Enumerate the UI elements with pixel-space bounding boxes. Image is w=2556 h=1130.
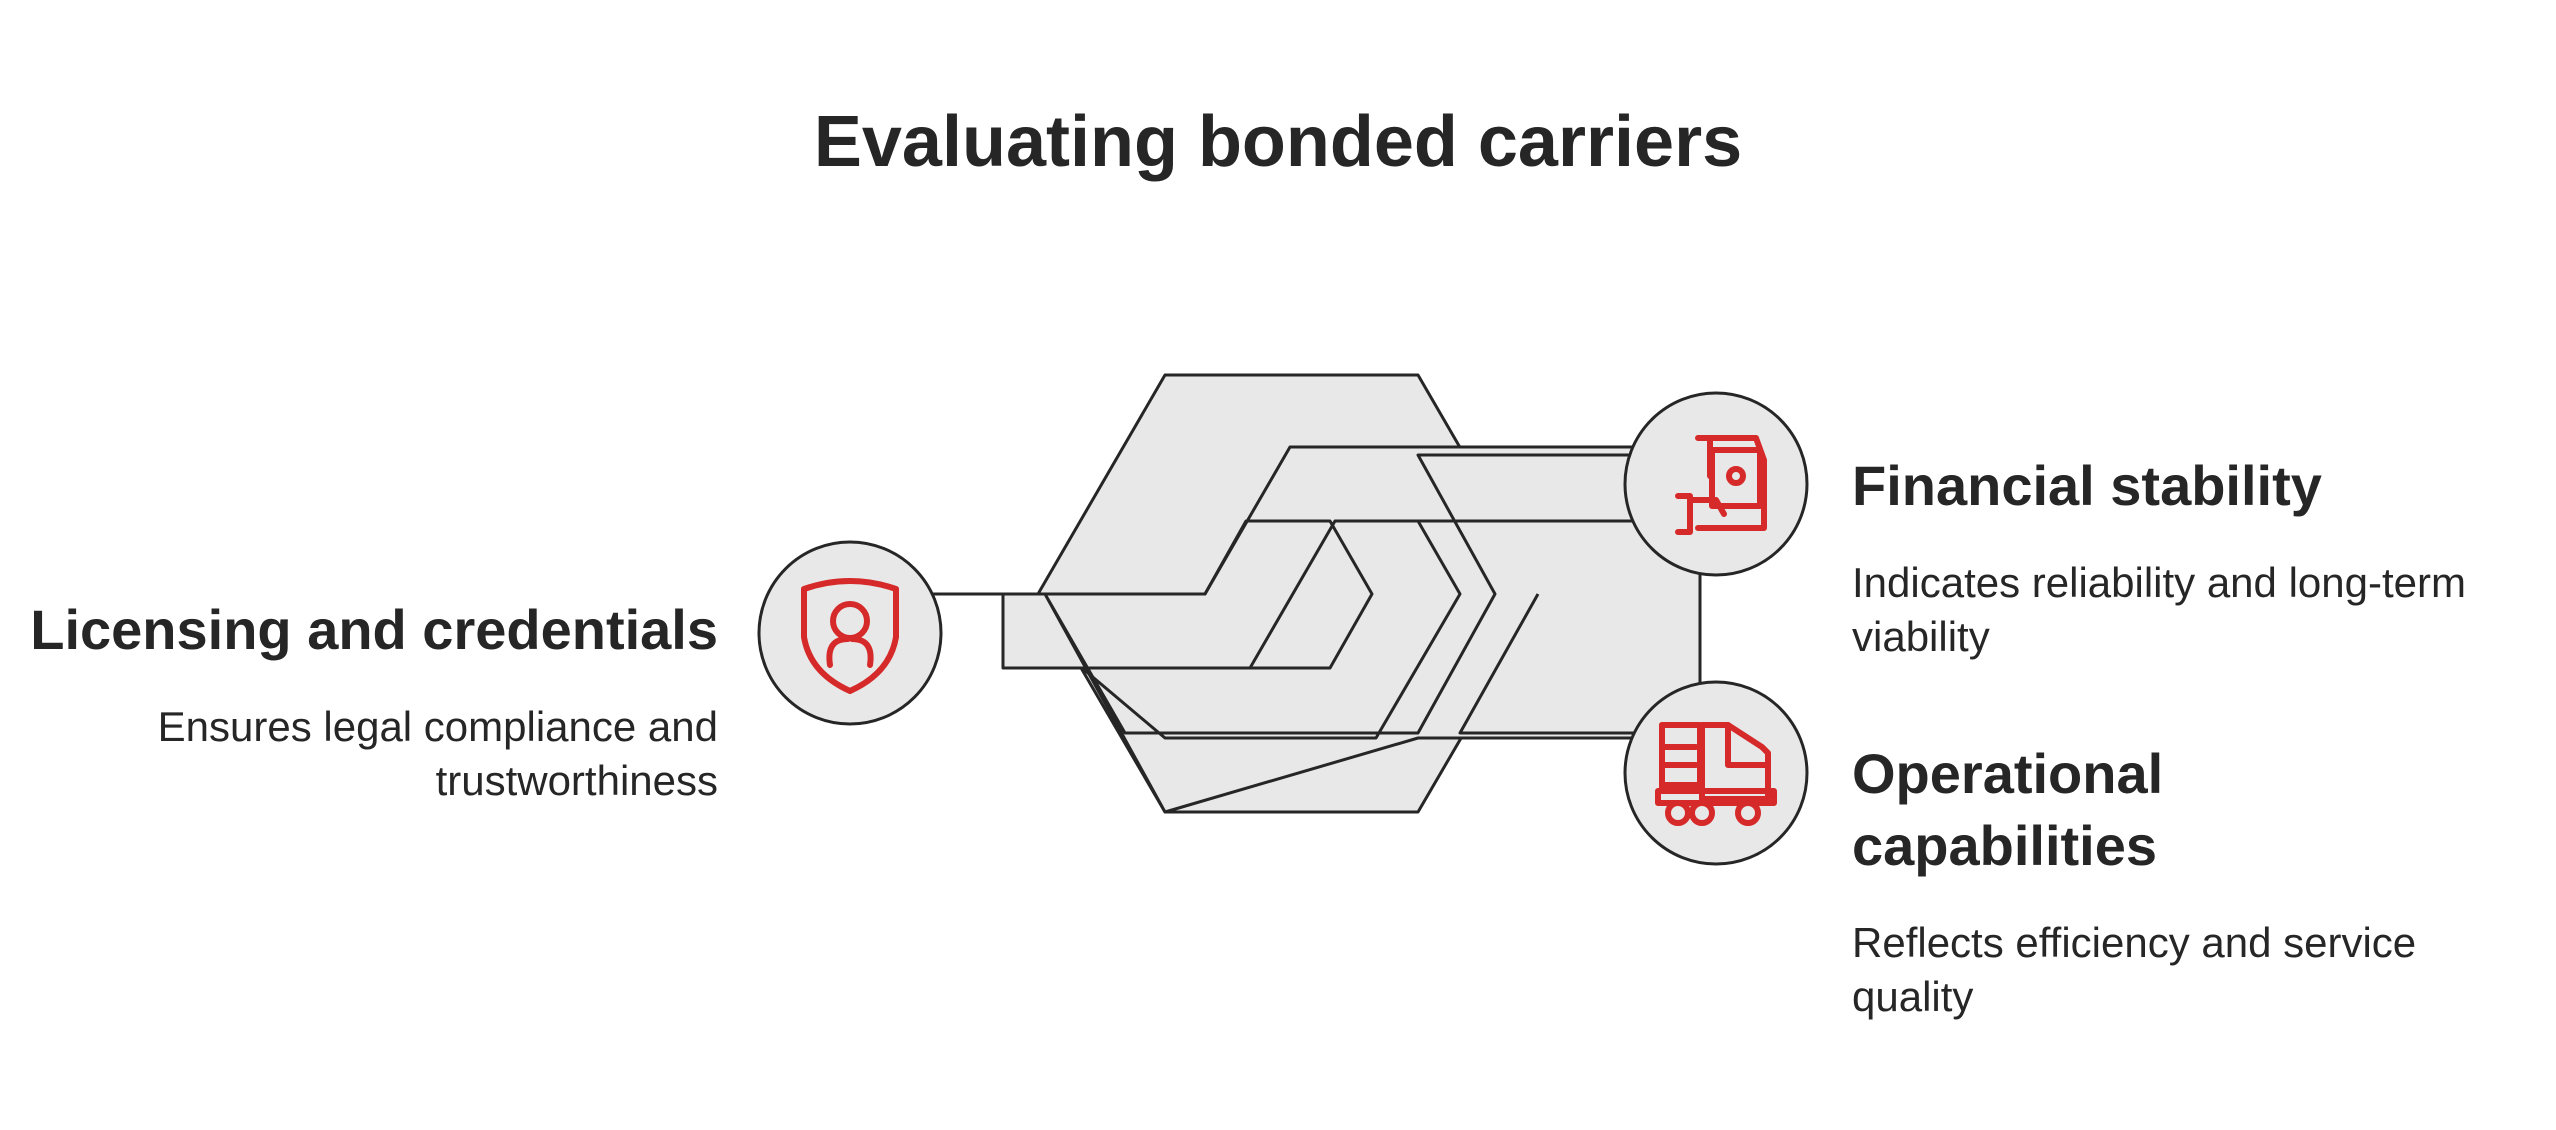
truck-icon [1655, 722, 1777, 826]
item-licensing: Licensing and credentials Ensures legal … [0, 594, 718, 808]
item-heading: Financial stability [1852, 454, 2322, 517]
item-financial: Financial stability Indicates reliabilit… [1852, 450, 2472, 664]
shield-person-icon [801, 578, 899, 694]
page-title: Evaluating bonded carriers [813, 102, 1743, 182]
flow-line-lower [1458, 593, 1700, 735]
item-operational: Operational capabilities Reflects effici… [1852, 738, 2472, 1024]
item-heading: Licensing and credentials [30, 598, 718, 661]
flow-line-middle [1081, 519, 1700, 740]
item-description: Indicates reliability and long-term viab… [1852, 559, 2466, 660]
flow-line-inner [930, 519, 1374, 670]
flow-band-bottom [1043, 453, 1702, 814]
node-circle-bottom-right [1623, 680, 1809, 866]
item-description: Reflects efficiency and service quality [1852, 919, 2417, 1020]
item-heading: Operational capabilities [1852, 742, 2164, 877]
item-description: Ensures legal compliance and trustworthi… [157, 703, 718, 804]
node-circle-left [757, 540, 943, 726]
hand-money-icon [1675, 435, 1767, 535]
node-circle-top-right [1623, 391, 1809, 577]
